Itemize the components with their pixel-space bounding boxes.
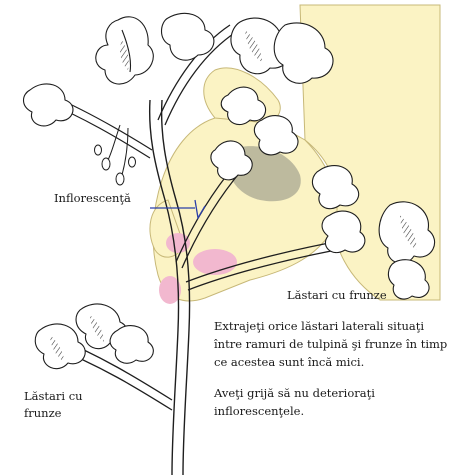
leaf bbox=[162, 13, 214, 60]
leaf bbox=[24, 84, 73, 126]
leaf bbox=[254, 116, 298, 155]
label-inflorescence: Inflorescenţă bbox=[54, 190, 131, 207]
label-leafy-shoots-right: Lăstari cu frunze bbox=[287, 287, 387, 304]
instruction-paragraph-2: Aveţi grijă să nu deterioraţi infloresce… bbox=[214, 385, 450, 421]
leaf bbox=[110, 326, 153, 364]
inflorescence-buds bbox=[95, 125, 136, 185]
instruction-paragraph-1: Extrajeţi orice lăstari laterali situaţi… bbox=[214, 318, 450, 371]
leaf bbox=[35, 324, 85, 369]
instructions-text: Extrajeţi orice lăstari laterali situaţi… bbox=[214, 318, 450, 435]
label-leafy-shoots-left: Lăstari cu frunze bbox=[24, 388, 84, 421]
